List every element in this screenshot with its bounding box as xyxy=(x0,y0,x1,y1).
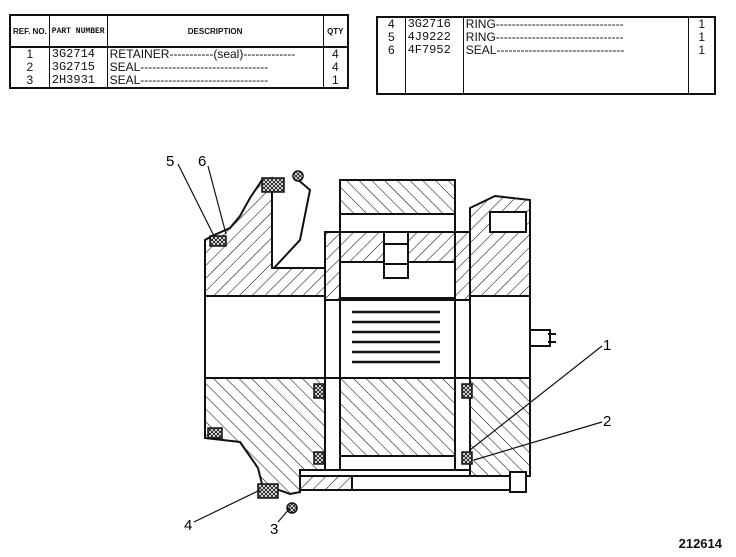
qty: 4 xyxy=(331,60,339,74)
qty: 1 xyxy=(698,30,706,44)
part-number: 3G2714 xyxy=(49,47,108,61)
table-row: 6 4F7952 SEAL---------------------------… xyxy=(377,44,715,57)
header-part-number: PART NUMBER xyxy=(49,15,108,48)
qty: 1 xyxy=(698,43,706,57)
ref-no: 2 xyxy=(10,61,50,74)
seal-3 xyxy=(286,502,298,514)
ref-no: 5 xyxy=(377,31,406,44)
callout-1: 1 xyxy=(603,337,611,354)
part-number: 2H3931 xyxy=(49,74,108,88)
description: RETAINER-----------(seal)------------- xyxy=(107,47,324,61)
ref-no: 6 xyxy=(377,44,406,57)
qty: 1 xyxy=(698,17,706,31)
table-spacer-row xyxy=(377,57,715,94)
qty: 4 xyxy=(331,47,339,61)
figure-id: 212614 xyxy=(678,536,722,551)
table-row: 3 2H3931 SEAL---------------------------… xyxy=(10,74,348,88)
header-ref-no: REF. NO. xyxy=(10,15,50,48)
header-description: DESCRIPTION xyxy=(107,15,324,48)
seal-ring-4 xyxy=(257,483,279,499)
description: SEAL-------------------------------- xyxy=(107,61,324,74)
seal-retainer-2 xyxy=(461,451,473,465)
table-row: 2 3G2715 SEAL---------------------------… xyxy=(10,61,348,74)
seal-ring-5 xyxy=(209,235,227,247)
part-number: 3G2715 xyxy=(49,61,108,74)
description: RING-------------------------------- xyxy=(463,17,690,31)
seal-6 xyxy=(261,177,285,193)
part-number: 4J9222 xyxy=(405,31,464,44)
part-number: 4F7952 xyxy=(405,44,464,57)
header-qty: QTY xyxy=(323,15,348,48)
callout-4: 4 xyxy=(184,517,192,534)
part-number: 3G2716 xyxy=(405,17,464,31)
table-row: 4 3G2716 RING---------------------------… xyxy=(377,17,715,31)
table-header-row: REF. NO. PART NUMBER DESCRIPTION QTY xyxy=(10,15,348,48)
qty: 1 xyxy=(331,73,339,87)
shaft-stub xyxy=(529,329,551,347)
parts-table-right: 4 3G2716 RING---------------------------… xyxy=(376,16,716,95)
gear-bottom xyxy=(339,377,456,457)
description: RING-------------------------------- xyxy=(463,31,690,44)
parts-table-left: REF. NO. PART NUMBER DESCRIPTION QTY 1 3… xyxy=(9,14,349,89)
ref-no: 3 xyxy=(10,74,50,88)
callout-5: 5 xyxy=(166,153,174,170)
callout-3: 3 xyxy=(270,521,278,538)
ref-no: 4 xyxy=(377,17,406,31)
description: SEAL-------------------------------- xyxy=(463,44,690,57)
ref-no: 1 xyxy=(10,47,50,61)
callout-6: 6 xyxy=(198,153,206,170)
table-row: 5 4J9222 RING---------------------------… xyxy=(377,31,715,44)
callout-2: 2 xyxy=(603,413,611,430)
table-row: 1 3G2714 RETAINER-----------(seal)------… xyxy=(10,47,348,61)
description: SEAL-------------------------------- xyxy=(107,74,324,88)
